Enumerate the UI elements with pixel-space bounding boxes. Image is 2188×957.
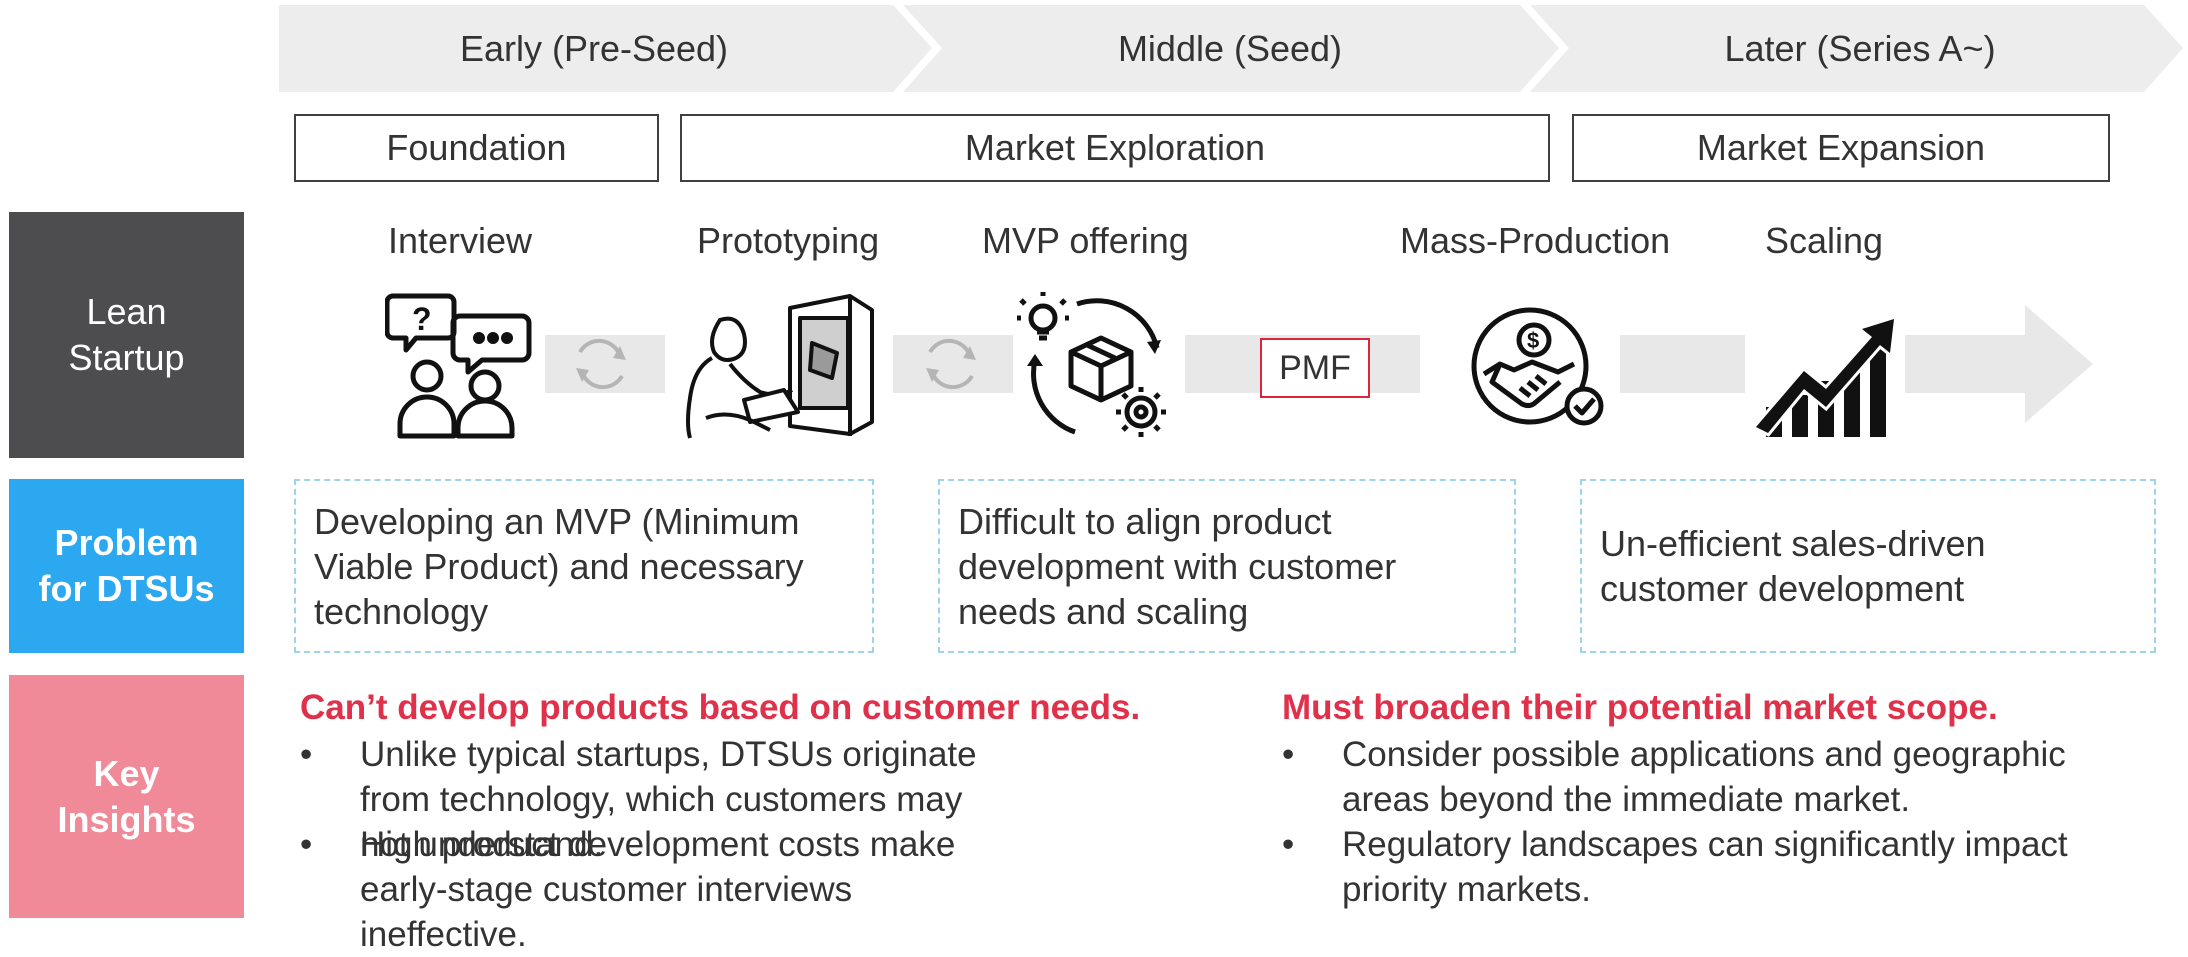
insight-2-bullet-2-text: Regulatory landscapes can significantly … <box>1342 825 2068 909</box>
problem-box-early: Developing an MVP (Minimum Viable Produc… <box>294 479 874 653</box>
svg-text:?: ? <box>412 301 432 337</box>
band-final-arrow <box>1905 305 2093 423</box>
problem-box-later: Un-efficient sales-driven customer devel… <box>1580 479 2156 653</box>
insight-1-bullet-1-text: Unlike typical startups, DTSUs originate… <box>360 735 977 864</box>
stage-chevron-middle <box>903 5 1559 92</box>
phase-foundation: Foundation <box>294 114 659 182</box>
growth-chart-icon <box>1752 315 1902 440</box>
stage-chevron-later <box>1530 5 2183 92</box>
phase-market-exploration: Market Exploration <box>680 114 1550 182</box>
step-title-interview: Interview <box>388 220 533 261</box>
insight-1-bullet-1: • Unlike typical startups, DTSUs origina… <box>300 732 977 864</box>
stage-chevron-early <box>279 5 932 92</box>
row-label-problem-text: Problem for DTSUs <box>38 522 215 609</box>
cycle-icon-2 <box>926 338 976 390</box>
problem-text-later: Un-efficient sales-driven customer devel… <box>1600 523 1986 609</box>
conversation-people-icon: ? <box>385 288 535 443</box>
insight-2-bullet-2: • Regulatory landscapes can significantl… <box>1282 822 2142 912</box>
row-label-lean-text: Lean Startup <box>68 291 185 378</box>
row-label-insights-text: Key Insights <box>57 752 196 840</box>
pmf-label: PMF <box>1260 338 1370 398</box>
row-label-lean-startup: Lean Startup <box>9 212 244 458</box>
stage-label-later: Later (Series A~) <box>1724 27 1996 69</box>
insight-1-bullet-2-text: High product development costs make earl… <box>360 825 956 954</box>
stage-label-early: Early (Pre-Seed) <box>459 27 729 69</box>
band-segment-1 <box>545 335 665 393</box>
handshake-dollar-icon: $ <box>1470 302 1610 432</box>
bullet-marker: • <box>1282 825 1295 864</box>
svg-text:$: $ <box>1527 328 1539 353</box>
band-segment-2 <box>893 335 1013 393</box>
problem-text-middle: Difficult to align product development w… <box>958 500 1397 632</box>
step-title-mass-production: Mass-Production <box>1400 220 1671 261</box>
band-segment-4 <box>1620 335 1745 393</box>
insight-1-bullet-2: • High product development costs make ea… <box>300 822 955 954</box>
cycle-icon-1 <box>576 338 626 390</box>
insight-heading-1: Can’t develop products based on customer… <box>300 688 1141 727</box>
problem-box-middle: Difficult to align product development w… <box>938 479 1516 653</box>
insight-heading-2: Must broaden their potential market scop… <box>1282 688 1998 727</box>
row-label-problem: Problem for DTSUs <box>9 479 244 653</box>
step-title-prototyping: Prototyping <box>697 220 880 261</box>
problem-text-early: Developing an MVP (Minimum Viable Produc… <box>314 500 804 632</box>
bullet-marker: • <box>300 825 313 864</box>
person-3d-printer-icon <box>672 288 884 443</box>
step-title-scaling: Scaling <box>1765 220 1884 261</box>
stage-chevrons <box>279 5 2183 92</box>
step-title-mvp: MVP offering <box>982 220 1189 261</box>
phase-market-expansion: Market Expansion <box>1572 114 2110 182</box>
insight-2-bullet-1: • Consider possible applications and geo… <box>1282 732 2142 822</box>
row-label-insights: Key Insights <box>9 675 244 918</box>
insight-2-bullet-1-text: Consider possible applications and geogr… <box>1342 735 2066 819</box>
bullet-marker: • <box>1282 735 1295 774</box>
bullet-marker: • <box>300 735 313 774</box>
stage-label-middle: Middle (Seed) <box>1117 27 1343 69</box>
idea-box-gear-cycle-icon <box>1015 290 1175 445</box>
